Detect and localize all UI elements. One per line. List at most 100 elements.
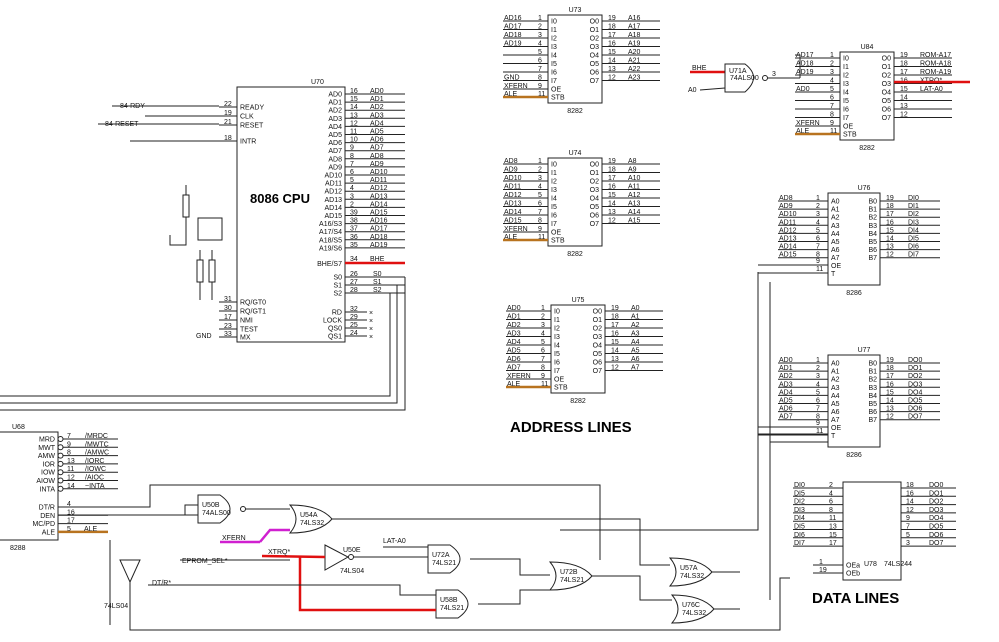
u76-in-pin: A6	[831, 247, 840, 254]
u75-in-label: AD3	[507, 331, 521, 338]
cpu-pin-num: 3	[350, 193, 354, 200]
u77-oe-pin: OE	[831, 425, 841, 432]
cpu-net-label: BHE	[370, 256, 385, 263]
u73-oe-label: XFERN	[504, 83, 528, 90]
status-bus	[0, 285, 398, 404]
cpu-pin-num: 33	[224, 331, 232, 338]
and-u58b-ref: U58B	[440, 597, 458, 604]
u75-in-pin: I1	[554, 317, 560, 324]
u78-in-num: 8	[829, 507, 833, 514]
pin-bubble	[57, 469, 64, 476]
jumper-block	[197, 217, 223, 241]
u77-in-pin: A0	[831, 361, 840, 368]
cpu-pin-num: 16	[350, 88, 358, 95]
u75-out-pin: O4	[593, 343, 602, 350]
cpu-pin-name: TEST	[240, 327, 259, 334]
lat-a0-label: LAT-A0	[383, 538, 406, 545]
u74-stb-label: ALE	[504, 234, 518, 241]
cpu-pin-num: 14	[350, 104, 358, 111]
u84-out-num: 19	[900, 52, 908, 59]
cpu-pin-name: CLK	[240, 114, 254, 121]
u73-in-num: 8	[538, 75, 542, 82]
u75-out-num: 14	[611, 348, 619, 355]
u74-out-label: A12	[628, 192, 641, 199]
u68-pin-name: IOR	[43, 461, 55, 468]
u75-out-label: A4	[631, 339, 640, 346]
u76-in-label: AD15	[779, 252, 797, 259]
u77-out-pin: B1	[868, 369, 877, 376]
u68-pin-num: 5	[67, 526, 71, 533]
u75-in-num: 4	[541, 331, 545, 338]
cpu-pin-name: QS0	[328, 326, 342, 333]
u68-pin-name: AMW	[38, 453, 56, 460]
u68-pin-name: MWT	[38, 445, 55, 452]
or-u57a-ref: U57A	[680, 565, 698, 572]
u74-out-pin: O5	[590, 204, 599, 211]
cpu-pin-name: A19/S6	[319, 245, 342, 252]
u75-stb-pin: STB	[554, 385, 568, 392]
u73-out-pin: O3	[590, 44, 599, 51]
cpu-pin-num: 2	[350, 201, 354, 208]
wire	[332, 518, 670, 566]
u76-out-pin: B6	[868, 247, 877, 254]
u73-out-num: 12	[608, 75, 616, 82]
cpu-net-label: AD7	[370, 145, 384, 152]
u78-out-num: 9	[906, 515, 910, 522]
u76-out-num: 19	[886, 195, 894, 202]
u77-out-label: DO5	[908, 398, 923, 405]
cpu-pin-num: 23	[224, 323, 232, 330]
u77-in-pin: A5	[831, 401, 840, 408]
cpu-pin-name: AD11	[325, 181, 342, 188]
u84-out-pin: O6	[882, 107, 891, 114]
u76-ref: U76	[858, 185, 871, 192]
u73-oe-num: 9	[538, 83, 542, 90]
cpu-pin-num: 10	[350, 137, 358, 144]
u84-out-num: 15	[900, 86, 908, 93]
cpu-body	[236, 86, 346, 343]
u77-out-label: DO1	[908, 365, 923, 372]
u77-in-pin: A3	[831, 385, 840, 392]
u75-stb-label: ALE	[507, 381, 521, 388]
u77-body	[827, 354, 881, 448]
u76-out-pin: B4	[868, 231, 877, 238]
u68-pin-num: 9	[67, 441, 71, 448]
u68-pin-name: AIOW	[36, 478, 55, 485]
u84-in-pin: I6	[843, 107, 849, 114]
cpu-net-label: AD4	[370, 120, 384, 127]
or-u76c-part: 74LS32	[682, 610, 706, 617]
u76-t-num: 11	[816, 266, 823, 273]
u78-out-num: 14	[906, 499, 914, 506]
cpu-net-label: AD8	[370, 153, 384, 160]
u76-in-label: AD12	[779, 227, 797, 234]
u68-pin-name: DT/R	[39, 505, 55, 512]
u73-in-pin: I2	[551, 36, 557, 43]
u68-ref: U68	[12, 424, 25, 431]
u74-out-label: A8	[628, 158, 637, 165]
u75-in-pin: I3	[554, 334, 560, 341]
u74-in-num: 8	[538, 218, 542, 225]
u73-out-pin: O7	[590, 78, 599, 85]
u68-pin-num: 4	[67, 501, 71, 508]
cpu-net-label: AD15	[370, 210, 388, 217]
cpu-pin-name: AD12	[324, 189, 342, 196]
u76-out-pin: B2	[868, 215, 877, 222]
u76-out-label: DI3	[908, 219, 919, 226]
cpu-pin-name: AD3	[328, 116, 342, 123]
cpu-net-label: AD12	[370, 185, 388, 192]
u74-out-num: 13	[608, 209, 616, 216]
u74-out-pin: O4	[590, 196, 599, 203]
u74-in-num: 2	[538, 167, 542, 174]
inv-ref: U50E	[343, 547, 361, 554]
u74-out-num: 12	[608, 218, 616, 225]
u74-in-pin: I1	[551, 170, 557, 177]
wire	[169, 232, 187, 246]
u77-in-label: AD7	[779, 414, 793, 421]
u75-out-num: 15	[611, 339, 619, 346]
u78-en-pin: OEb	[846, 571, 860, 578]
cpu-pin-num: 5	[350, 177, 354, 184]
u77-out-pin: B7	[868, 417, 877, 424]
and-u58b	[435, 589, 469, 619]
u74-in-num: 4	[538, 184, 542, 191]
u76-in-num: 3	[816, 211, 820, 218]
u77-out-label: DO4	[908, 389, 923, 396]
